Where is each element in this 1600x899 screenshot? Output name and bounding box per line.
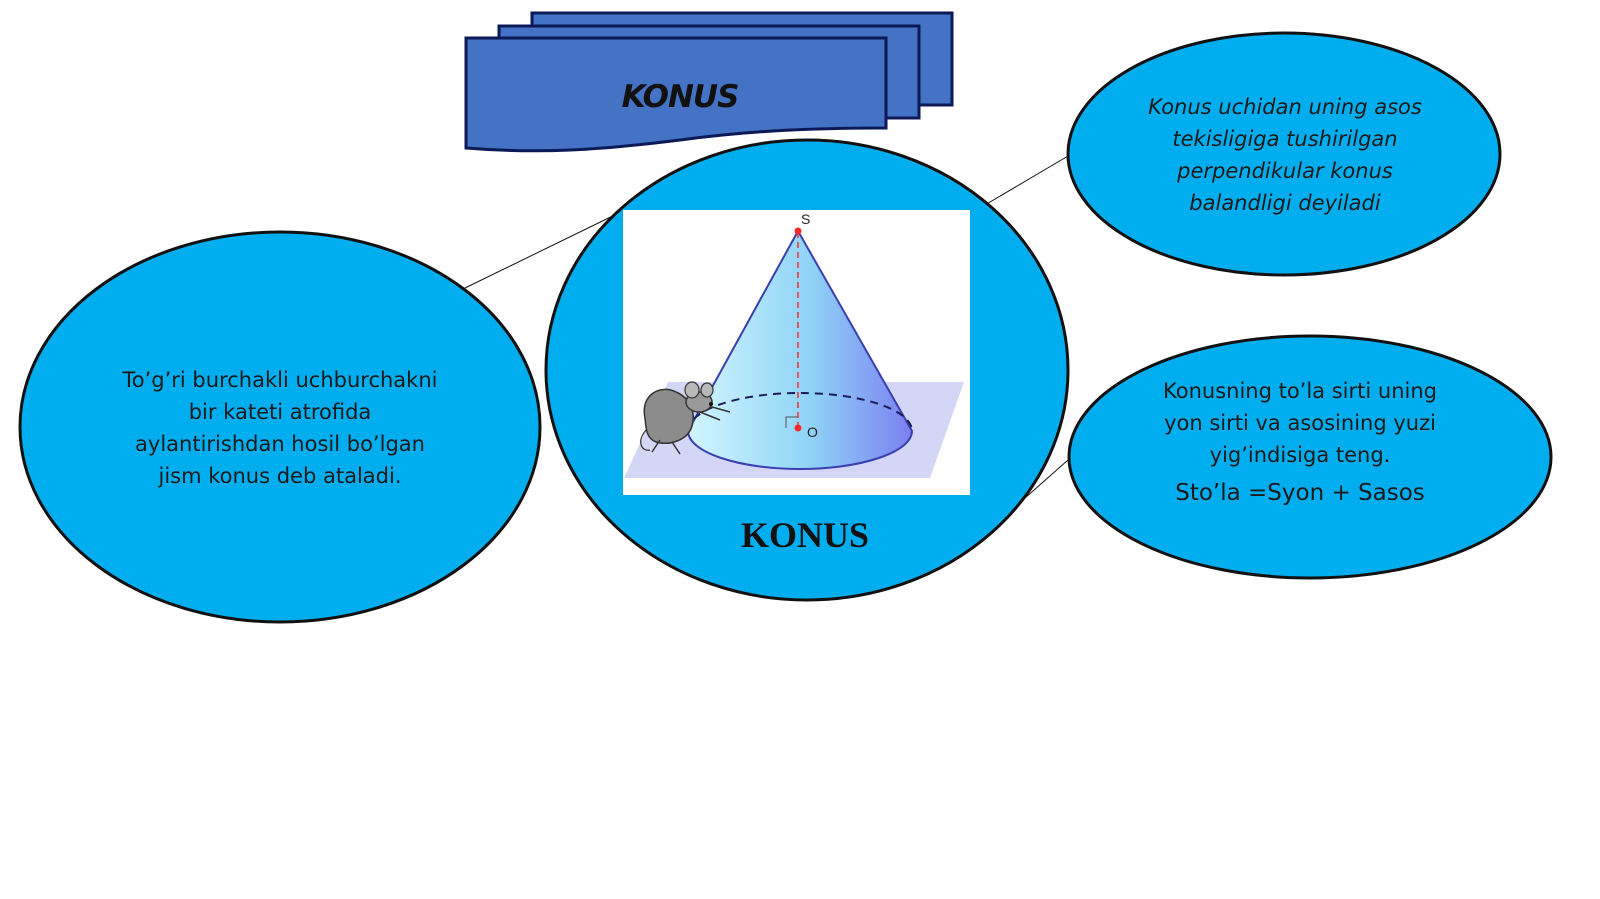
banner-front-sheet: [464, 36, 888, 153]
top-right-bubble: [1066, 31, 1502, 277]
top-right-bubble-line: Konus uchidan uning asos: [1148, 95, 1422, 119]
banner-title: KONUS: [621, 79, 740, 115]
bottom-right-bubble-line: yig’indisiga teng.: [1209, 443, 1391, 467]
mouse-character-icon: [640, 381, 731, 455]
top-right-bubble-line: perpendikular konus: [1177, 159, 1393, 183]
title-banner: [464, 11, 954, 153]
left-bubble-text: To’g’ri burchakli uchburchakni bir katet…: [100, 364, 460, 492]
base-center-point: [794, 424, 802, 432]
cone-figure: S O: [623, 210, 970, 495]
top-right-bubble-line: balandligi deyiladi: [1189, 191, 1381, 215]
connector-line-bottom-right: [1024, 459, 1069, 499]
bottom-right-bubble-line: Konusning to’la sirti uning: [1163, 379, 1437, 403]
bottom-right-bubble-line: yon sirti va asosining yuzi: [1164, 411, 1436, 435]
base-center-label: O: [807, 424, 818, 440]
left-bubble-line: bir kateti atrofida: [188, 400, 372, 424]
bottom-right-bubble: [1067, 334, 1553, 580]
left-bubble-line: aylantirishdan hosil bo’lgan: [135, 432, 425, 456]
left-bubble-line: jism konus deb ataladi.: [158, 464, 402, 488]
bottom-right-bubble-text: Konusning to’la sirti uning yon sirti va…: [1130, 375, 1470, 509]
connector-line-left: [464, 209, 626, 289]
connector-line-top-right: [984, 155, 1069, 206]
cone-hidden-base-edge: [687, 392, 913, 432]
top-right-bubble-line: tekisligiga tushirilgan: [1172, 127, 1398, 151]
apex-label: S: [801, 211, 810, 227]
surface-area-formula: Sto’la =Syon + Sasos: [1175, 480, 1425, 506]
top-right-bubble-text: Konus uchidan uning asos tekisligiga tus…: [1120, 91, 1450, 219]
center-bubble-label: KONUS: [740, 515, 870, 555]
apex-point: [794, 227, 802, 235]
left-bubble-line: To’g’ri burchakli uchburchakni: [122, 368, 438, 392]
right-angle-mark: [785, 416, 798, 428]
left-bubble: [18, 230, 542, 624]
cone-surface: [686, 228, 914, 470]
